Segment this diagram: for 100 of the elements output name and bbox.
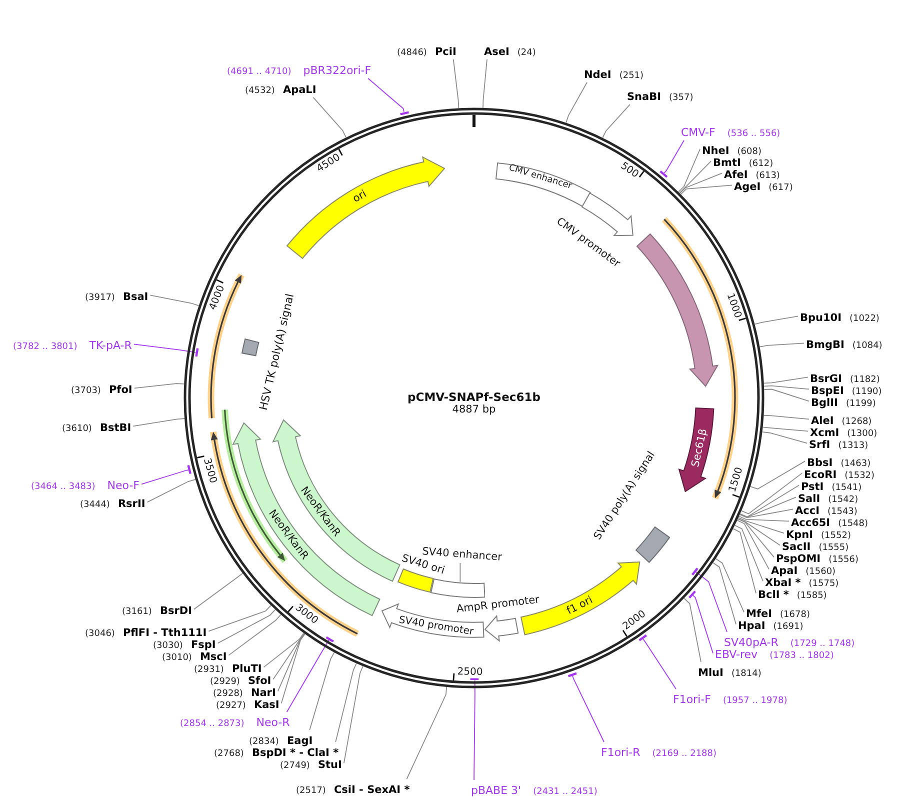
site-position: (1182) xyxy=(850,375,880,385)
leader-line xyxy=(217,609,276,644)
site-position: (2768) xyxy=(214,749,244,759)
leader-line xyxy=(734,524,764,582)
scale-number: 2500 xyxy=(456,668,482,678)
leader-line xyxy=(664,140,684,174)
enzyme-name: Acc65I xyxy=(791,517,830,529)
site-position: (3610) xyxy=(62,424,92,434)
primer-range: (2854 .. 2873) xyxy=(180,719,244,729)
site-position: (1199) xyxy=(846,399,876,409)
primer-name: pBR322ori-F xyxy=(303,64,372,77)
enzyme-name: BglII xyxy=(811,397,838,409)
site-position: (3010) xyxy=(162,653,192,663)
enzyme-name: ApaLI xyxy=(282,84,316,96)
leader-line xyxy=(738,516,790,522)
enzyme-name: StuI xyxy=(318,759,342,771)
leader-line xyxy=(741,472,802,514)
site-position: (1300) xyxy=(847,429,878,439)
enzyme-name: MluI xyxy=(698,667,724,679)
leader-line xyxy=(715,558,744,613)
leader-line xyxy=(286,640,330,712)
site-position: (1541) xyxy=(832,483,862,493)
site-position: (1548) xyxy=(838,519,868,529)
enzyme-name: XbaI * xyxy=(765,577,801,589)
site-position: (3444) xyxy=(80,500,110,510)
enzyme-name: AccI xyxy=(795,505,820,517)
primer-range: (3464 .. 3483) xyxy=(31,482,96,492)
site-position: (1678) xyxy=(780,610,810,620)
feature-label: ori xyxy=(352,188,369,206)
leader-line xyxy=(134,383,184,389)
enzyme-name: BbsI xyxy=(807,457,833,469)
leader-line xyxy=(764,388,810,402)
leader-line xyxy=(759,342,804,348)
primer-range: (1783 .. 1802) xyxy=(770,651,834,661)
enzyme-name: BsrDI xyxy=(160,605,192,617)
enzyme-name: NarI xyxy=(250,687,276,699)
primer-name: TK-pA-R xyxy=(89,339,132,352)
enzyme-name: EagI xyxy=(286,735,313,747)
enzyme-name: CsiI - SexAI * xyxy=(334,784,410,796)
site-position: (1532) xyxy=(844,471,875,481)
enzyme-name: MfeI xyxy=(746,608,772,620)
leader-line xyxy=(406,686,448,780)
enzyme-name: PciI xyxy=(434,46,456,58)
site-position: (1814) xyxy=(731,669,762,679)
enzyme-name: PspOMI xyxy=(776,553,821,565)
scale-number: 500 xyxy=(618,160,640,180)
leader-line xyxy=(482,58,488,108)
leader-line xyxy=(474,680,476,780)
leader-line xyxy=(684,598,702,662)
primer-name: F1ori-R xyxy=(601,746,640,759)
site-position: (1268) xyxy=(842,417,872,427)
site-position: (1022) xyxy=(850,314,880,324)
enzyme-name: FspI xyxy=(190,639,216,651)
feature-label: SV40 promoter xyxy=(398,616,475,638)
enzyme-name: BsrGI xyxy=(810,373,842,385)
leader-line xyxy=(133,344,196,353)
enzyme-name: XcmI xyxy=(810,427,840,439)
leader-line xyxy=(678,148,700,192)
enzyme-name: EcoRI xyxy=(804,469,837,481)
enzyme-name: ApaI xyxy=(771,565,798,577)
site-position: (4532) xyxy=(245,86,275,96)
site-position: (613) xyxy=(756,171,780,181)
leader-line xyxy=(208,605,272,632)
primer-range: (2169 .. 2188) xyxy=(652,749,717,759)
enzyme-name: AseI xyxy=(484,46,510,58)
primer-range: (2431 .. 2451) xyxy=(533,787,598,797)
enzyme-name: RsrII xyxy=(118,498,146,510)
leader-line xyxy=(642,638,676,690)
site-position: (617) xyxy=(768,183,793,193)
site-position: (1560) xyxy=(806,567,836,577)
scale-number: 1500 xyxy=(728,466,746,494)
enzyme-name: SrfI xyxy=(809,439,830,451)
enzyme-name: BclI * xyxy=(758,589,789,601)
enzyme-name: SfoI xyxy=(248,675,272,687)
leader-line xyxy=(736,520,770,570)
enzyme-name: SalI xyxy=(798,493,820,505)
enzyme-name: BspEI xyxy=(811,385,844,397)
enzyme-name: BmgBI xyxy=(806,339,844,351)
leader-line xyxy=(732,528,756,594)
leader-line xyxy=(277,633,306,692)
site-position: (2928) xyxy=(213,689,243,699)
site-position: (2749) xyxy=(280,761,310,771)
site-position: (1691) xyxy=(773,622,804,632)
feature-label: AmpR promoter xyxy=(456,594,540,615)
primer-range: (536 .. 556) xyxy=(727,129,780,139)
leader-line xyxy=(738,517,784,534)
site-position: (2927) xyxy=(216,701,246,711)
primer-range: (4691 .. 4710) xyxy=(227,67,292,77)
enzyme-name: HpaI xyxy=(738,620,766,632)
site-position: (1552) xyxy=(821,531,851,541)
leader-line xyxy=(150,294,200,306)
site-position: (1585) xyxy=(796,591,827,601)
leader-line xyxy=(740,484,800,518)
leader-line xyxy=(712,562,736,625)
leader-line xyxy=(679,160,712,194)
enzyme-name: PfoI xyxy=(108,384,132,396)
primer-name: SV40pA-R xyxy=(724,636,778,649)
leader-line xyxy=(566,82,588,124)
site-position: (608) xyxy=(737,147,762,157)
leader-line xyxy=(754,316,798,325)
